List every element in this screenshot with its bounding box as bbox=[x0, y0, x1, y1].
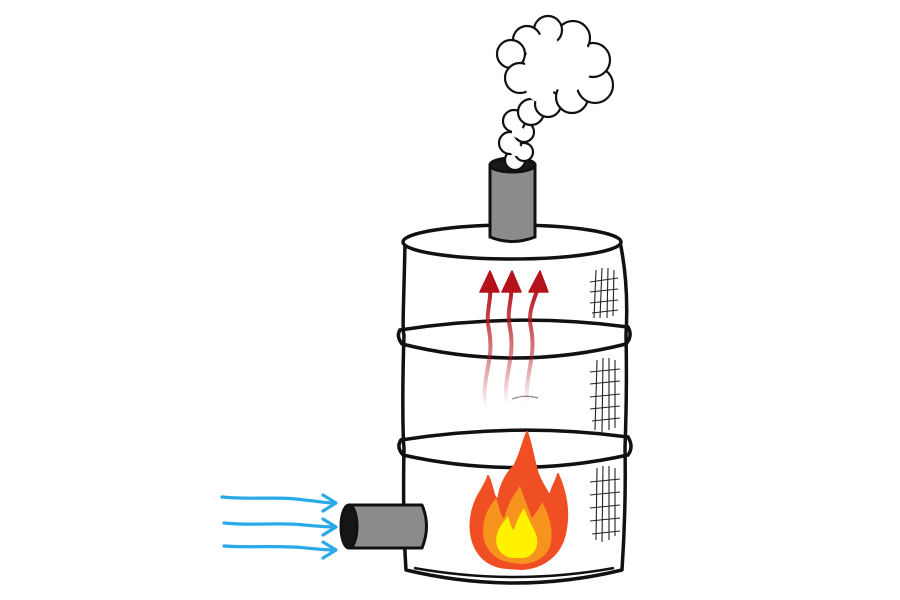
hot-air-arrows-icon bbox=[479, 270, 549, 410]
air-intake-pipe bbox=[339, 503, 428, 550]
barrel-hoop-upper bbox=[396, 318, 632, 360]
barrel-bottom-rim bbox=[413, 566, 615, 579]
cold-air-arrows-icon bbox=[220, 493, 338, 560]
smoke-cloud-icon bbox=[495, 14, 615, 172]
flame-icon bbox=[469, 431, 569, 570]
barrel-shading bbox=[589, 267, 621, 543]
barrel-body bbox=[401, 240, 629, 585]
